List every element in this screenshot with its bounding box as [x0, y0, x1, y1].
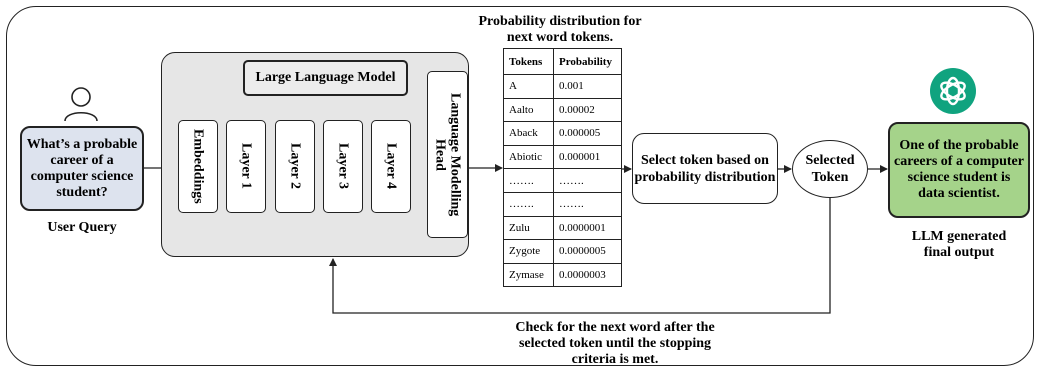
- feedback-loop-arrow: [329, 198, 831, 314]
- select-token-box: Select token based on probability distri…: [632, 133, 778, 204]
- select-token-text: Select token based on probability distri…: [634, 152, 776, 185]
- layer-3-block: Layer 3: [323, 120, 363, 213]
- probability-cell: 0.001: [553, 74, 622, 99]
- token-cell: Zymase: [503, 262, 554, 288]
- layer-2-label: Layer 2: [287, 143, 303, 190]
- token-cell: …….: [503, 168, 554, 193]
- user-query-text: What’s a probable career of a computer s…: [26, 136, 138, 200]
- token-cell: A: [503, 74, 554, 99]
- table-header-probability: Probability: [553, 48, 622, 75]
- probability-cell: 0.0000001: [553, 215, 622, 241]
- table-row: …….…….: [503, 191, 622, 217]
- user-query-caption: User Query: [47, 220, 117, 235]
- token-cell: Abiotic: [503, 144, 554, 170]
- layer-3-label: Layer 3: [335, 143, 351, 190]
- layer-4-block: Layer 4: [371, 120, 411, 213]
- probability-cell: 0.000005: [553, 121, 622, 146]
- outer-frame: [6, 6, 1034, 366]
- token-cell: Zulu: [503, 215, 554, 241]
- probability-cell: 0.000001: [553, 144, 622, 170]
- probability-cell: …….: [553, 191, 622, 217]
- table-row: …….…….: [503, 168, 622, 193]
- embeddings-block: Embeddings: [178, 120, 218, 213]
- token-cell: Aalto: [503, 97, 554, 123]
- user-icon: [64, 87, 98, 122]
- probability-cell: 0.00002: [553, 97, 622, 123]
- lm-head-block: Language Modelling Head: [427, 71, 468, 238]
- final-output-box: One of the probable careers of a compute…: [888, 122, 1030, 218]
- table-header-tokens: Tokens: [503, 48, 554, 75]
- final-output-caption: LLM generated final output: [911, 229, 1007, 260]
- layer-4-label: Layer 4: [383, 143, 399, 190]
- chatgpt-logo-icon: [930, 68, 976, 114]
- llm-title: Large Language Model: [243, 60, 408, 96]
- layer-1-block: Layer 1: [226, 120, 266, 213]
- token-cell: Aback: [503, 121, 554, 146]
- user-query-box: What’s a probable career of a computer s…: [20, 126, 144, 211]
- prob-dist-title: Probability distribution for next word t…: [478, 14, 642, 45]
- selected-token-text: Selected Token: [805, 153, 855, 185]
- layer-1-label: Layer 1: [238, 143, 254, 190]
- probability-cell: 0.0000003: [553, 262, 622, 288]
- loop-caption: Check for the next word after the select…: [515, 320, 715, 367]
- embeddings-label: Embeddings: [190, 129, 206, 204]
- selected-token-node: Selected Token: [792, 140, 868, 198]
- layer-2-block: Layer 2: [275, 120, 315, 213]
- token-cell: Zygote: [503, 239, 554, 264]
- final-output-text: One of the probable careers of a compute…: [894, 138, 1024, 201]
- token-cell: …….: [503, 191, 554, 217]
- lm-head-label: Language Modelling Head: [432, 92, 463, 217]
- probability-cell: …….: [553, 168, 622, 193]
- table-header-row: Tokens Probability: [503, 48, 622, 75]
- probability-cell: 0.0000005: [553, 239, 622, 264]
